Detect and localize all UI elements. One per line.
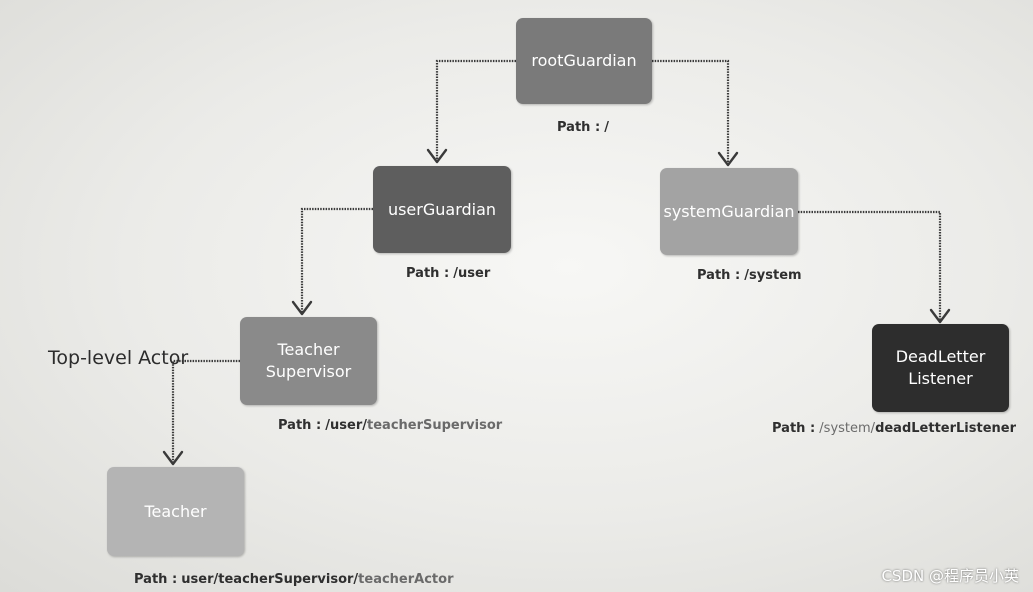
path-value-part: teacherSupervisor bbox=[367, 418, 503, 433]
path-key: Path : bbox=[134, 572, 178, 587]
path-value-part: /user/ bbox=[325, 418, 368, 433]
connector-root-to-system bbox=[652, 59, 730, 163]
connector-system-to-deadletter bbox=[798, 210, 942, 320]
arrowhead-user bbox=[426, 148, 448, 164]
dead-letter-path-label: Path : /system/deadLetterListener bbox=[772, 421, 1016, 436]
connector-supervisor-to-teacher bbox=[171, 359, 240, 462]
teacher-supervisor-path-label: Path : /user/teacherSupervisor bbox=[278, 418, 502, 433]
connector-user-to-supervisor bbox=[300, 207, 373, 312]
path-key: Path : bbox=[406, 266, 450, 281]
arrowhead-supervisor bbox=[291, 300, 313, 316]
path-value: /system bbox=[744, 268, 802, 283]
path-key: Path : bbox=[557, 120, 601, 135]
path-value-part: teacherActor bbox=[358, 572, 454, 587]
watermark: CSDN @程序员小英 bbox=[881, 567, 1019, 585]
top-level-actor-label: Top-level Actor bbox=[48, 347, 189, 369]
arrowhead-system bbox=[717, 151, 739, 167]
user-guardian-node: userGuardian bbox=[373, 166, 511, 253]
path-key: Path : bbox=[772, 421, 816, 436]
connector-root-to-user bbox=[435, 59, 516, 160]
path-value-part: /system/ bbox=[819, 421, 876, 436]
path-value: / bbox=[604, 120, 610, 135]
path-value-part: deadLetterListener bbox=[875, 421, 1017, 436]
root-path-label: Path : / bbox=[557, 120, 609, 135]
path-key: Path : bbox=[278, 418, 322, 433]
teacher-supervisor-node: Teacher Supervisor bbox=[240, 317, 377, 405]
teacher-path-label: Path : user/teacherSupervisor/teacherAct… bbox=[134, 572, 454, 587]
system-guardian-node: systemGuardian bbox=[660, 168, 798, 255]
path-value: /user bbox=[453, 266, 491, 281]
arrowhead-deadletter bbox=[929, 308, 951, 324]
dead-letter-listener-node: DeadLetter Listener bbox=[872, 324, 1009, 412]
system-path-label: Path : /system bbox=[697, 268, 802, 283]
arrowhead-teacher bbox=[162, 450, 184, 466]
user-path-label: Path : /user bbox=[406, 266, 490, 281]
path-value-part: user/teacherSupervisor/ bbox=[181, 572, 359, 587]
teacher-node: Teacher bbox=[107, 467, 244, 556]
path-key: Path : bbox=[697, 268, 741, 283]
root-guardian-node: rootGuardian bbox=[516, 18, 652, 104]
